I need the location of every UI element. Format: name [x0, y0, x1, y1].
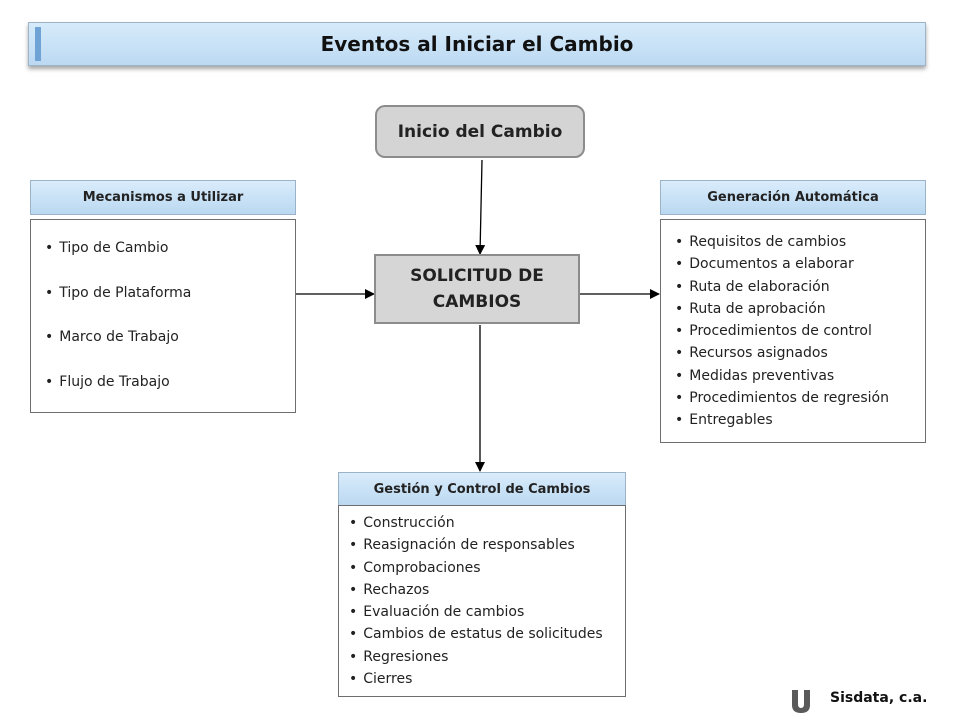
auto-generation-list-box: Requisitos de cambios Documentos a elabo… [660, 219, 926, 443]
list-item: Ruta de elaboración [675, 276, 925, 298]
list-item: Flujo de Trabajo [45, 360, 295, 405]
list-item: Cierres [349, 668, 625, 690]
central-node-line-2: CAMBIOS [432, 292, 522, 312]
start-node-label: Inicio del Cambio [397, 121, 563, 142]
list-item: Reasignación de responsables [349, 534, 625, 556]
mechanisms-header: Mecanismos a Utilizar [30, 180, 296, 215]
list-item: Ruta de aprobación [675, 298, 925, 320]
mechanisms-header-label: Mecanismos a Utilizar [82, 190, 244, 205]
management-header-label: Gestión y Control de Cambios [373, 482, 591, 497]
management-header: Gestión y Control de Cambios [338, 472, 626, 507]
list-item: Evaluación de cambios [349, 601, 625, 623]
list-item: Tipo de Plataforma [45, 271, 295, 316]
list-item: Marco de Trabajo [45, 315, 295, 360]
auto-generation-header-label: Generación Automática [707, 190, 879, 205]
central-node-line-1: SOLICITUD DE [410, 266, 544, 286]
page-title: Eventos al Iniciar el Cambio [320, 32, 634, 56]
sisdata-u-logo-icon [792, 690, 810, 713]
list-item: Entregables [675, 409, 925, 431]
auto-generation-header: Generación Automática [660, 180, 926, 215]
list-item: Regresiones [349, 646, 625, 668]
mechanisms-list-box: Tipo de Cambio Tipo de Plataforma Marco … [30, 219, 296, 413]
management-list-box: Construcción Reasignación de responsable… [338, 505, 626, 697]
brand-name: Sisdata, c.a. [830, 690, 928, 706]
list-item: Procedimientos de control [675, 320, 925, 342]
title-accent-strip [35, 27, 41, 61]
list-item: Comprobaciones [349, 557, 625, 579]
list-item: Construcción [349, 512, 625, 534]
arrow-inicio-to-solicitud [475, 159, 486, 255]
list-item: Documentos a elaborar [675, 253, 925, 275]
list-item: Procedimientos de regresión [675, 387, 925, 409]
list-item: Recursos asignados [675, 342, 925, 364]
title-banner: Eventos al Iniciar el Cambio [28, 22, 926, 66]
list-item: Tipo de Cambio [45, 226, 295, 271]
list-item: Rechazos [349, 579, 625, 601]
list-item: Requisitos de cambios [675, 231, 925, 253]
central-node-solicitud: SOLICITUD DE CAMBIOS [374, 254, 580, 324]
start-node-inicio: Inicio del Cambio [375, 105, 585, 158]
list-item: Medidas preventivas [675, 365, 925, 387]
list-item: Cambios de estatus de solicitudes [349, 623, 625, 645]
